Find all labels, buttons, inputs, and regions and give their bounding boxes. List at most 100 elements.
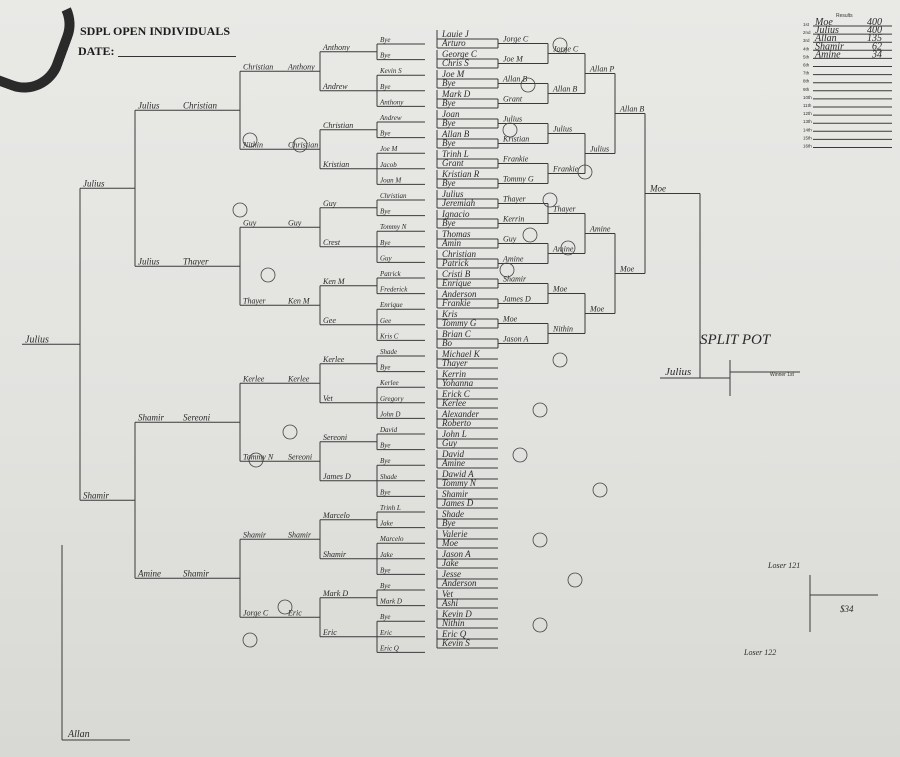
losers-r1-name: Bye [380,566,391,574]
losers-r1-name: Bye [380,208,391,216]
match-number-circle [277,599,293,615]
winners-r5-name: Allan B [619,105,644,114]
round1-name: Bye [442,78,456,88]
losers-r1-name: Frederick [379,286,408,294]
winners-r3-name: Thayer [553,205,577,214]
round1-name: Bo [442,338,452,348]
losers-r3-name: Anthony [287,62,315,71]
losers-r6-name: Julius [138,256,160,266]
losers-r1-name: Kris C [379,332,399,340]
losers-r6-name: Julius [138,100,160,110]
losers-r5-name: Shamir [183,568,210,578]
losers-r2-name: James D [323,472,351,481]
results-place: 13th [803,119,812,124]
losers-r4-name: Jorge C [243,608,269,617]
match-number-circle [552,37,568,53]
losers-r1-name: Bye [380,488,391,496]
losers-r2-name: Gee [323,316,336,325]
results-place: 16th [803,144,812,149]
losers-r1-name: Bye [380,457,391,465]
losers-r6-name: Amine [137,568,161,578]
round1-name: Vet [442,589,453,599]
losers-r4-name: Christian [243,62,273,71]
losers-r2-name: Anthony [322,43,350,52]
losers-final-name: Julius [25,334,49,345]
losers-r5-name: Sereoni [183,412,211,422]
winners-final-name: Moe [649,184,666,194]
match-number-circle [560,240,576,256]
round1-name: Bye [442,218,456,228]
results-place: 5th [803,54,810,59]
results-name: Julius [815,25,839,36]
losers-r3-name: Ken M [287,296,311,305]
losers-r1-name: Bye [380,52,391,60]
winners-r2-name: Jason A [503,335,529,344]
match-number-circle [567,572,583,588]
round1-name: Tommy G [442,318,477,328]
round1-name: Kevin D [441,609,472,619]
round1-name: Dawid A [441,469,474,479]
losers-r1-name: Mark D [379,598,402,606]
match-number-circle [532,617,548,633]
round1-name: Cristi B [442,269,471,279]
losers-r2-name: Kerlee [322,355,345,364]
match-number-circle [502,122,518,138]
match-number-circle [260,267,276,283]
round1-name: Kerrin [441,369,467,379]
losers-r1-name: Kerlee [379,379,399,387]
match-number-circle [242,132,258,148]
winners-r2-name: Guy [503,235,517,244]
losers-r1-name: Joe M [380,145,398,153]
round1-name: Julius [442,189,464,199]
losers-r1-name: Bye [380,239,391,247]
match-number-circle [577,164,593,180]
round1-name: David [441,449,464,459]
results-amount: 400 [867,25,882,36]
round1-name: Jeremiah [442,198,476,208]
match-number-circle [292,137,308,153]
winners-r2-name: Jorge C [503,35,529,44]
results-name: Moe [814,17,833,28]
losers-r2-name: Vet [323,394,334,403]
match-number-circle [520,77,536,93]
results-place: 7th [803,71,810,76]
losers-r1-name: John D [380,410,400,418]
losers-r4-name: Kerlee [242,374,265,383]
loser-121-note: Loser 121 [767,561,800,570]
round1-name: Jason A [442,549,471,559]
losers-r1-name: Patrick [379,270,401,278]
round1-name: Amine [441,458,465,468]
losers-r1-name: Bye [380,364,391,372]
losers-r4-name: Shamir [243,530,267,539]
loser-122-note: Loser 122 [743,648,776,657]
winners-r3-name: Amine [552,245,574,254]
round1-name: Allan B [441,129,470,139]
losers-r2-name: Ken M [322,277,346,286]
winners-r3-name: Moe [552,285,568,294]
round1-name: Guy [442,438,457,448]
round1-name: Thomas [442,229,471,239]
losers-r4-name: Thayer [243,296,267,305]
results-name: Allan [814,33,837,44]
losers-r1-name: Eric [379,629,393,637]
losers-r4-name: Guy [243,218,257,227]
losers-r1-name: Joan M [380,176,402,184]
losers-r2-name: Crest [323,238,341,247]
round1-name: Patrick [441,258,469,268]
round1-name: Brian C [442,329,472,339]
match-number-circle [499,262,515,278]
round1-name: Alexander [441,409,479,419]
winners-r2-name: Kristian [502,135,529,144]
losers-r1-name: Jake [380,551,393,559]
results-amount: 62 [872,41,882,52]
round1-name: Valerie [442,529,468,539]
winners-r2-name: Shamir [503,275,527,284]
results-place: 4th [803,46,810,51]
losers-r4-name: Tommy N [243,452,274,461]
losers-r1-name: David [379,426,398,434]
losers-r1-name: Bye [380,83,391,91]
losers-r1-name: Tommy N [380,223,407,231]
round1-name: Ashi [441,598,459,608]
